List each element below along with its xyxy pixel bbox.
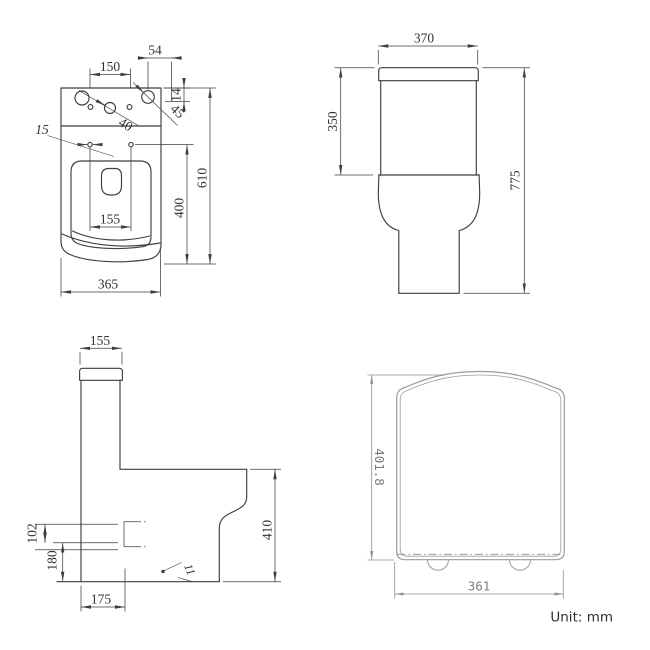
outlet-socket-detail (123, 521, 148, 548)
dim-350: 350 (325, 67, 375, 176)
dim-401-8-label: 401.8 (372, 448, 387, 486)
dim-400: 400 (135, 144, 194, 264)
dim-180: 180 (45, 542, 65, 582)
dim-410-label: 410 (260, 520, 275, 541)
dim-15-label: 15 (35, 122, 49, 137)
unit-label: Unit: mm (550, 610, 613, 626)
note-11-callout: 11 (161, 562, 198, 582)
seat-hole-right (128, 141, 134, 148)
dim-775-label: 775 (508, 170, 523, 191)
dim-350-label: 350 (325, 111, 340, 132)
inlet-hole-45 (141, 90, 155, 104)
tank-lid-front (378, 67, 479, 82)
dim-54: 54 (137, 43, 182, 101)
dim-150: 150 (89, 59, 131, 88)
body-right-profile (458, 174, 481, 294)
dim-155-side: 155 (79, 333, 123, 365)
dim-775: 775 (463, 67, 530, 294)
seat-view: 401.8 361 (367, 370, 565, 599)
dim-365-label: 365 (98, 277, 119, 292)
seat-hole-left (87, 141, 93, 148)
dim-370-label: 370 (414, 31, 435, 46)
top-view: 150 54 14 40 45 (35, 43, 216, 297)
dim-410: 410 (223, 468, 281, 583)
dim-102: 102 (25, 523, 47, 544)
dim-610-label: 610 (195, 168, 210, 189)
dim-dia15: 15 (35, 122, 115, 157)
note-11-label: 11 (181, 562, 198, 578)
dim-54-label: 54 (148, 43, 162, 58)
dim-365: 365 (60, 250, 161, 297)
dim-180-label: 180 (45, 550, 60, 571)
tank-fix-hole-right (126, 104, 133, 110)
seat-bumper-left (427, 559, 449, 571)
seat-bumper-right (509, 559, 531, 571)
inlet-hole-40 (103, 101, 117, 115)
side-view: 155 102 180 410 175 11 (25, 333, 281, 612)
dim-361-label: 361 (468, 579, 491, 594)
dim-14-label: 14 (169, 88, 184, 102)
top-view-body-outline (60, 87, 162, 263)
front-view: 370 350 775 (325, 31, 530, 294)
bowl-front-profile (218, 468, 248, 583)
dim-150-label: 150 (100, 59, 121, 74)
dim-dia40: 40 (78, 90, 140, 134)
seat-outer-outline (396, 370, 565, 561)
dim-400-label: 400 (172, 198, 187, 219)
dim-155-top: 155 (89, 147, 132, 231)
dim-610: 610 (164, 87, 216, 265)
bowl-inner-curve (71, 230, 151, 241)
bowl-opening-outline (70, 160, 152, 250)
flush-button-hole (74, 90, 90, 106)
dim-40-label: 40 (116, 114, 136, 134)
dim-401-8: 401.8 (367, 374, 445, 561)
seat-inner-outline (399, 374, 562, 557)
dim-175-label: 175 (91, 592, 112, 607)
dim-102-label: 102 (25, 523, 40, 543)
dim-175: 175 (80, 568, 126, 612)
dim-155-side-label: 155 (90, 333, 111, 348)
note-11-dot (161, 569, 165, 574)
dim-370: 370 (377, 31, 479, 65)
water-spot-outline (100, 167, 123, 196)
dim-361: 361 (394, 562, 564, 599)
tank-fix-hole-left (87, 104, 94, 110)
body-left-profile (377, 174, 400, 294)
dim-155-label: 155 (100, 212, 121, 227)
tank-lid-side (79, 367, 123, 381)
